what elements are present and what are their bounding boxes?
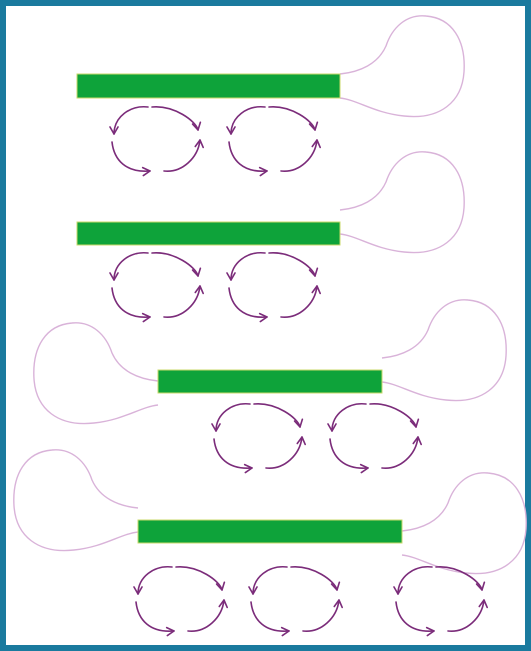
curved-arrow-icon (396, 602, 434, 631)
curved-arrow-icon (114, 107, 148, 134)
curved-arrow-icon (303, 600, 339, 631)
circulation-loop-icon (229, 253, 317, 317)
curved-arrow-icon (382, 437, 418, 468)
curved-arrow-icon (112, 288, 150, 317)
circulation-loop-icon (251, 567, 339, 631)
curved-arrow-icon (231, 107, 265, 134)
circulation-loop-icon (136, 567, 224, 631)
curved-arrow-icon (251, 602, 289, 631)
circulation-loop-icon (229, 107, 317, 171)
circulation-loop-icon (112, 253, 200, 317)
curved-arrow-icon (330, 439, 368, 468)
curved-arrow-icon (229, 288, 267, 317)
curved-arrow-icon (188, 600, 224, 631)
circulation-loop-icon (396, 567, 484, 631)
lobe-outline-icon-right (340, 16, 464, 117)
lobe-outline-icon-right (340, 152, 464, 253)
curved-arrow-icon (291, 567, 337, 590)
curved-arrow-icon (398, 567, 432, 594)
green-bar (77, 74, 340, 98)
curved-arrow-icon (269, 107, 315, 130)
curved-arrow-icon (112, 142, 150, 171)
curved-arrow-icon (164, 286, 200, 317)
curved-arrow-icon (253, 567, 287, 594)
circulation-loop-icon (112, 107, 200, 171)
curved-arrow-icon (176, 567, 222, 590)
curved-arrow-icon (214, 439, 252, 468)
curved-arrow-icon (231, 253, 265, 280)
curved-arrow-icon (152, 253, 198, 276)
curved-arrow-icon (254, 404, 300, 427)
curved-arrow-icon (229, 142, 267, 171)
curved-arrow-icon (138, 567, 172, 594)
lobe-outline-icon-left (34, 323, 158, 424)
curved-arrow-icon (266, 437, 302, 468)
lobe-outline-icon-right (402, 473, 526, 574)
green-bar (77, 222, 340, 245)
curved-arrow-icon (332, 404, 366, 431)
curved-arrow-icon (448, 600, 484, 631)
curved-arrow-icon (114, 253, 148, 280)
curved-arrow-icon (164, 140, 200, 171)
lobe-outline-icon-right (382, 300, 506, 401)
curved-arrow-icon (269, 253, 315, 276)
curved-arrow-icon (152, 107, 198, 130)
curved-arrow-icon (281, 140, 317, 171)
green-bar (138, 520, 402, 543)
curved-arrow-icon (370, 404, 416, 427)
circulation-loop-icon (330, 404, 418, 468)
green-bar (158, 370, 382, 393)
curved-arrow-icon (136, 602, 174, 631)
circulation-loop-icon (214, 404, 302, 468)
lobe-outline-icon-left (14, 450, 138, 551)
curved-arrow-icon (281, 286, 317, 317)
curved-arrow-icon (216, 404, 250, 431)
